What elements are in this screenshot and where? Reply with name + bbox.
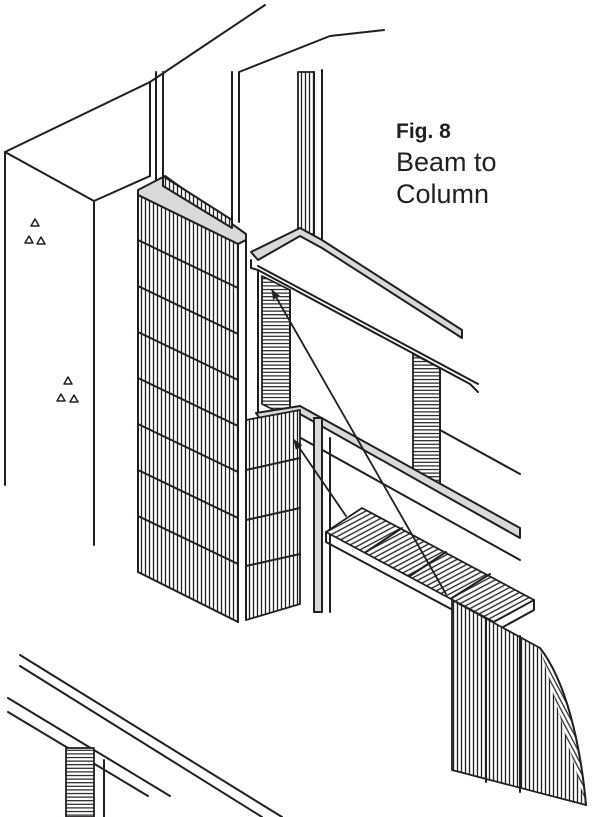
column-side-fireproofing bbox=[245, 409, 301, 621]
figure-label: Fig. 8 bbox=[396, 120, 451, 143]
wall-block bbox=[4, 4, 266, 546]
column-fireproofing-panel bbox=[137, 175, 247, 623]
beam-web-fireproofing bbox=[261, 275, 441, 489]
rear-column bbox=[297, 69, 323, 241]
installation-arrows bbox=[271, 289, 447, 595]
steel-column-upper bbox=[155, 29, 385, 223]
hanging-board bbox=[451, 599, 587, 806]
lower-floor-slab bbox=[7, 654, 283, 817]
figure-title-line-2: Column bbox=[396, 179, 490, 209]
figure-title-line-1: Beam to bbox=[396, 147, 497, 177]
aggregate-marks bbox=[24, 218, 79, 403]
column-below-beam bbox=[313, 417, 331, 613]
figure-caption: Fig. 8 Beam to Column bbox=[396, 118, 497, 210]
top-beam bbox=[250, 227, 479, 416]
